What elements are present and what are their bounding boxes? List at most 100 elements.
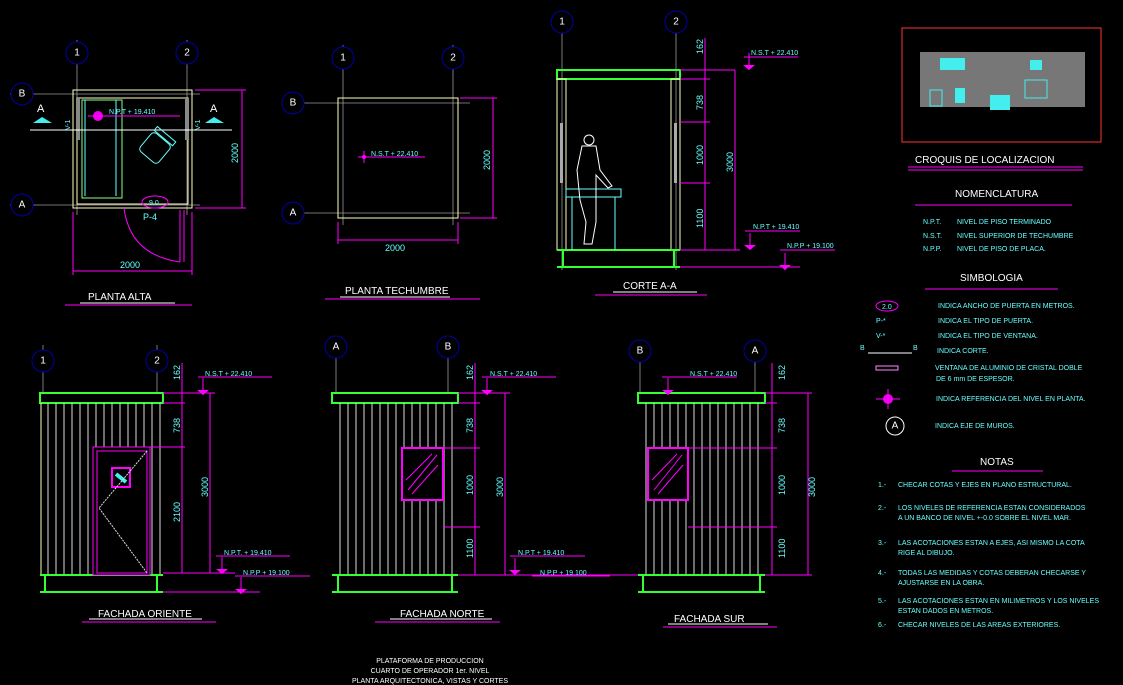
svg-text:PLANTA TECHUMBRE: PLANTA TECHUMBRE (345, 286, 449, 297)
note-text: LAS ACOTACIONES ESTAN A EJES, ASI MISMO … (898, 540, 1085, 547)
note-text: RIGE AL DIBUJO. (898, 550, 955, 557)
croquis-localizacion: CROQUIS DE LOCALIZACION (901, 27, 1102, 171)
svg-text:738: 738 (777, 418, 787, 433)
svg-text:3000: 3000 (725, 152, 735, 172)
svg-text:N.P.T + 19.410: N.P.T + 19.410 (518, 550, 564, 557)
svg-text:1100: 1100 (695, 209, 705, 228)
svg-text:N.P.T. + 19.410: N.P.T. + 19.410 (224, 550, 272, 557)
svg-text:PLANTA ARQUITECTONICA, VISTAS: PLANTA ARQUITECTONICA, VISTAS Y CORTES (352, 678, 508, 685)
svg-text:N.S.T.: N.S.T. (923, 233, 942, 240)
svg-text:N.P.P + 19.100: N.P.P + 19.100 (787, 243, 834, 250)
svg-text:CORTE A-A: CORTE A-A (623, 281, 677, 292)
svg-text:PLATAFORMA DE PRODUCCION: PLATAFORMA DE PRODUCCION (376, 658, 483, 665)
planta-techumbre: 1 2 B A N.S.T + 22.410 2000 2000 PLANTA … (281, 45, 497, 300)
svg-text:N.P.P + 19.100: N.P.P + 19.100 (243, 570, 290, 577)
svg-text:INDICA EL TIPO DE VENTANA.: INDICA EL TIPO DE VENTANA. (938, 333, 1038, 340)
planta-alta: 1 2 B A A A V-1 V-1 N.P.T + 19.410 9.0 P… (10, 40, 246, 306)
svg-text:N.P.P + 19.100: N.P.P + 19.100 (540, 570, 587, 577)
notas: NOTAS 1.-CHECAR COTAS Y EJES EN PLANO ES… (878, 457, 1099, 629)
note-text: TODAS LAS MEDIDAS Y COTAS DEBERAN CHECAR… (898, 570, 1086, 577)
svg-text:1000: 1000 (695, 145, 705, 165)
corte-a-a: 1 2 162 738 1000 1100 3000 N.S.T + 22.41… (550, 10, 835, 296)
svg-text:SIMBOLOGIA: SIMBOLOGIA (960, 273, 1023, 284)
svg-text:P-*: P-* (876, 318, 886, 325)
svg-text:2.0: 2.0 (882, 304, 892, 311)
svg-text:B: B (913, 345, 918, 352)
svg-text:A: A (752, 346, 759, 357)
svg-text:738: 738 (465, 418, 475, 433)
svg-text:B: B (445, 342, 452, 353)
note-text: 4.- (878, 570, 887, 577)
door-type: P-4 (143, 212, 157, 222)
svg-text:CROQUIS DE LOCALIZACION: CROQUIS DE LOCALIZACION (915, 155, 1054, 166)
svg-text:2000: 2000 (120, 260, 140, 270)
axis-bubble-2: 2 (175, 41, 199, 65)
svg-text:1: 1 (40, 356, 46, 367)
svg-text:FACHADA SUR: FACHADA SUR (674, 614, 745, 625)
axis-bubble-b: B (10, 82, 34, 106)
svg-text:2000: 2000 (385, 243, 405, 253)
svg-text:N.P.T.: N.P.T. (923, 219, 941, 226)
svg-text:NOTAS: NOTAS (980, 457, 1014, 468)
svg-text:N.S.T + 22.410: N.S.T + 22.410 (690, 371, 737, 378)
svg-text:N.S.T + 22.410: N.S.T + 22.410 (490, 371, 537, 378)
svg-text:V-1: V-1 (65, 119, 72, 130)
section-mark-left: A (37, 103, 45, 115)
axis-bubble-a: A (10, 193, 34, 217)
svg-text:NIVEL DE PISO TERMINADO: NIVEL DE PISO TERMINADO (957, 219, 1052, 226)
svg-text:162: 162 (465, 365, 475, 380)
section-mark-right: A (210, 103, 218, 115)
svg-text:1100: 1100 (777, 539, 787, 558)
svg-text:INDICA CORTE.: INDICA CORTE. (937, 348, 989, 355)
svg-text:B: B (860, 345, 865, 352)
svg-text:INDICA ANCHO DE PUERTA EN METR: INDICA ANCHO DE PUERTA EN METROS. (938, 303, 1075, 310)
svg-text:A: A (290, 208, 297, 219)
svg-text:B: B (637, 346, 644, 357)
nomenclatura: NOMENCLATURA N.P.T. NIVEL DE PISO TERMINA… (915, 189, 1074, 253)
chair-icon (139, 125, 177, 164)
svg-text:2: 2 (154, 356, 160, 367)
svg-text:NIVEL DE PISO DE PLACA.: NIVEL DE PISO DE PLACA. (957, 246, 1046, 253)
note-text: 6.- (878, 622, 887, 629)
svg-text:162: 162 (172, 365, 182, 380)
svg-text:3000: 3000 (807, 477, 817, 497)
svg-text:738: 738 (695, 95, 705, 110)
svg-text:2: 2 (184, 48, 190, 59)
note-text: 2.- (878, 505, 887, 512)
svg-text:INDICA EJE DE MUROS.: INDICA EJE DE MUROS. (935, 423, 1015, 430)
note-text: ESTAN DADOS EN METROS. (898, 608, 993, 615)
svg-text:DE 6 mm DE ESPESOR.: DE 6 mm DE ESPESOR. (936, 376, 1015, 383)
note-text: 3.- (878, 540, 887, 547)
svg-text:N.S.T + 22.410: N.S.T + 22.410 (205, 371, 252, 378)
note-text: 5.- (878, 598, 887, 605)
sheet-title: PLATAFORMA DE PRODUCCION CUARTO DE OPERA… (352, 658, 508, 685)
note-text: AJUSTARSE EN LA OBRA. (898, 580, 984, 587)
svg-text:162: 162 (777, 365, 787, 380)
svg-text:A: A (333, 342, 340, 353)
svg-text:N.P.P.: N.P.P. (923, 246, 941, 253)
person-figure (576, 134, 613, 245)
fachada-norte: A B 162 738 1000 1100 3000 N.S.T + 22.41… (324, 335, 640, 623)
svg-text:3000: 3000 (495, 477, 505, 497)
svg-text:N.S.T + 22.410: N.S.T + 22.410 (371, 151, 418, 158)
svg-text:2000: 2000 (230, 143, 240, 163)
level-label: N.P.T + 19.410 (109, 109, 155, 116)
svg-text:NOMENCLATURA: NOMENCLATURA (955, 189, 1038, 200)
svg-text:INDICA EL TIPO DE PUERTA.: INDICA EL TIPO DE PUERTA. (938, 318, 1033, 325)
svg-text:V-1: V-1 (195, 119, 202, 130)
note-text: A UN BANCO DE NIVEL +-0.0 SOBRE EL NIVEL… (898, 515, 1071, 522)
svg-text:2000: 2000 (482, 150, 492, 170)
svg-text:VENTANA DE ALUMINIO DE CRISTAL: VENTANA DE ALUMINIO DE CRISTAL DOBLE (935, 365, 1083, 372)
view-title: PLANTA ALTA (88, 292, 152, 303)
svg-text:B: B (290, 98, 297, 109)
svg-text:2: 2 (450, 53, 456, 64)
svg-text:738: 738 (172, 418, 182, 433)
note-text: CHECAR COTAS Y EJES EN PLANO ESTRUCTURAL… (898, 482, 1072, 489)
svg-text:CUARTO DE OPERADOR 1er. NIVEL: CUARTO DE OPERADOR 1er. NIVEL (371, 668, 490, 675)
svg-text:A: A (892, 421, 899, 432)
note-text: LOS NIVELES DE REFERENCIA ESTAN CONSIDER… (898, 505, 1086, 512)
svg-text:1: 1 (340, 53, 346, 64)
svg-text:A: A (19, 200, 26, 211)
